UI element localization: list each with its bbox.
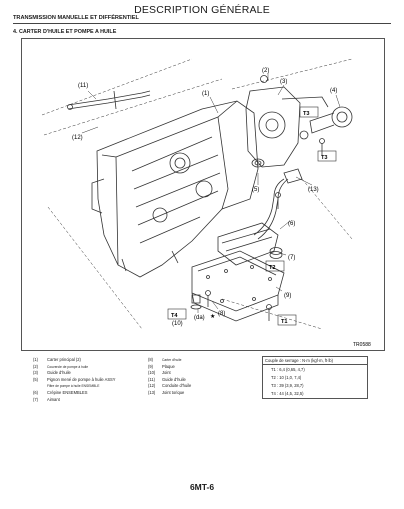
torque-tag-t1: T1 [281,319,288,325]
callout-12: (12) [72,135,83,141]
callout-5: (5) [252,187,259,193]
oil-pipe-part [253,168,303,240]
legend-row: (5)Pignon mené de pompe à huile ASSY [33,376,116,382]
torque-tag-boxes [167,106,337,326]
legend-row: (10)Joint [148,370,171,376]
torque-row: T3 : 39 (3,9, 28,7) [271,382,304,388]
star-mark: ★ [210,313,215,320]
legend-right: (8)Carter d'huile (9)Plaque (10)Joint (1… [148,357,191,397]
oil-pan-part [191,250,285,322]
section-title: TRANSMISSION MANUELLE ET DIFFÉRENTIEL [13,15,139,21]
legend-row: Filtre de pompe à huile ENSEMBLE [47,384,100,389]
callout-3: (3) [280,79,287,85]
header-divider [13,23,391,24]
o-ring-part [251,158,265,168]
legend-row: (12)Conduite d'huile [148,383,192,389]
legend-row: (2)Couvercle de pompe à huile [33,363,89,369]
magnet-part [269,247,283,259]
leader-lines [81,73,341,313]
callout-4: (4) [330,88,337,94]
callout-da: (da) [194,315,205,321]
legend-row: (11)Guide d'huile [148,376,186,382]
callout-1: (1) [202,91,209,97]
torque-tag-t2: T2 [269,265,276,271]
strainer-part [217,222,279,266]
torque-table: Couple de serrage : N·m (kgf·m, ft·lb) T… [262,356,368,399]
callout-11: (11) [78,83,88,89]
exploded-diagram-drawing: (1) (2) (3) (4) (5) (6) (7) (9) (8) (11)… [41,58,371,348]
legend-row: (8)Carter d'huile [148,357,182,362]
legend-row: (13)Joint torique [148,389,185,395]
subsection-title: 4. CARTER D'HUILE ET POMPE A HUILE [13,29,117,35]
torque-tag-t3-lower: T3 [321,155,328,161]
page-number: 6MT-6 [189,482,215,492]
page-title: DESCRIPTION GÉNÉRALE [134,4,270,16]
callout-10: (10) [172,321,183,327]
legend-row: (7)Aimant [33,396,60,402]
callout-8: (8) [218,311,225,317]
callout-2: (2) [262,68,269,74]
legend-left: (1)Carter principal (2) (2)Couvercle de … [33,357,116,403]
callout-6: (6) [288,221,295,227]
oil-guide-part [67,90,151,110]
callout-13: (13) [308,187,319,193]
legend-row: (9)Plaque [148,363,175,369]
torque-tag-t4: T4 [171,313,178,319]
torque-row: T4 : 44 (4,5, 32,5) [271,391,304,397]
legend-row: (3)Guide d'huile [33,370,71,376]
torque-row: T2 : 10 (1,0, 7,4) [271,374,302,380]
callout-7: (7) [288,255,295,261]
legend-row: (6)Crépine ENSEMBLES [33,389,88,395]
torque-row: T1 : 6,4 (0,65, 4,7) [271,366,305,372]
drain-plug-part [190,294,202,310]
oil-pump-gear-part [299,106,353,140]
callout-9: (9) [284,293,291,299]
figure-code: TR0588 [353,342,371,348]
main-case-part [91,100,259,278]
legend-row: (1)Carter principal (2) [33,357,81,362]
bolt-parts [205,138,325,321]
oil-pump-cover-part [245,75,329,168]
torque-tag-t3-upper: T3 [303,111,310,117]
assembly-guide-lines [41,58,353,330]
exploded-diagram: (1) (2) (3) (4) (5) (6) (7) (9) (8) (11)… [21,38,385,351]
torque-table-header: Couple de serrage : N·m (kgf·m, ft·lb) [263,357,367,365]
